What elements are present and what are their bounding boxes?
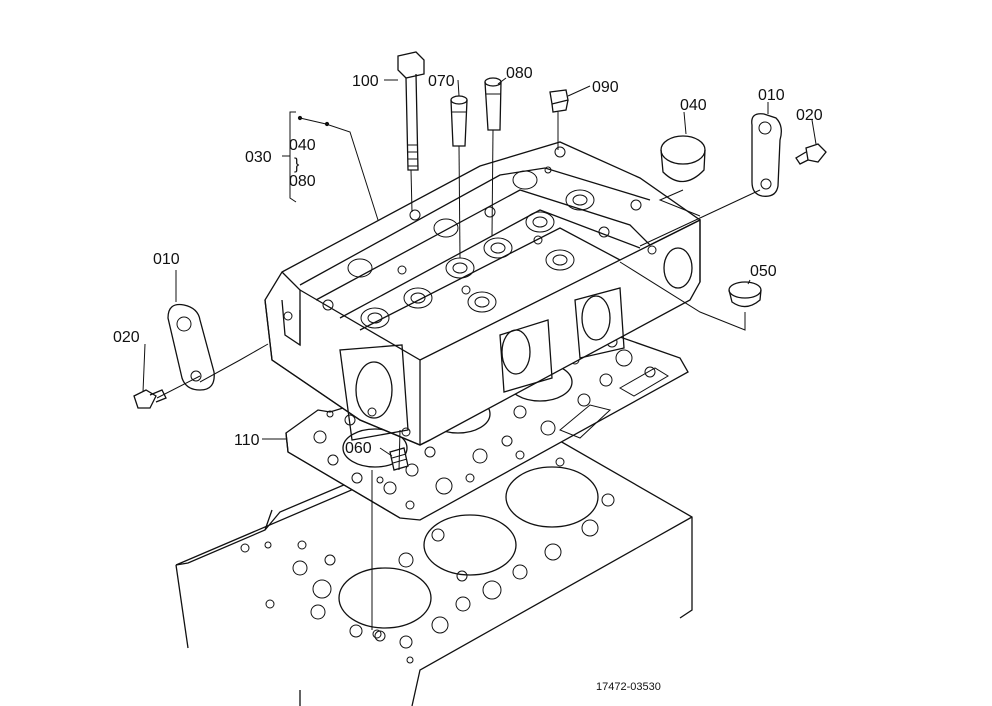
label-090: 090 [592,79,619,96]
head-bolt-100 [397,51,425,171]
label-040-group: 040 [289,137,316,154]
head-gasket [285,329,689,521]
bracket-010-right [751,113,782,197]
label-060: 060 [345,440,372,457]
label-020-left: 020 [113,329,140,346]
leader-lines [142,77,817,630]
label-100: 100 [352,73,379,90]
label-080-group: 080 [289,173,316,190]
svg-text:}: } [294,156,300,173]
callout-labels: 100 070 080 090 040 010 020 030 040 080 … [113,65,823,457]
valve-guide-080 [484,77,502,131]
bracket-010-left [167,303,215,391]
plug-040 [660,135,706,183]
engine-block [175,417,693,706]
label-110: 110 [234,432,260,449]
cylinder-head [264,141,701,446]
label-030: 030 [245,149,272,166]
plug-screw-090 [549,89,569,113]
label-070: 070 [428,73,455,90]
label-010-left: 010 [153,251,180,268]
label-080-top: 080 [506,65,533,82]
label-010-right: 010 [758,87,785,104]
bolt-020-right [795,143,827,165]
drawing-reference-number: 17472-03530 [596,681,661,693]
bolt-020-left [133,389,167,409]
cap-050 [728,281,762,308]
label-040-right: 040 [680,97,707,114]
label-020-right: 020 [796,107,823,124]
label-050: 050 [750,263,777,280]
valve-guide-070 [450,95,468,147]
